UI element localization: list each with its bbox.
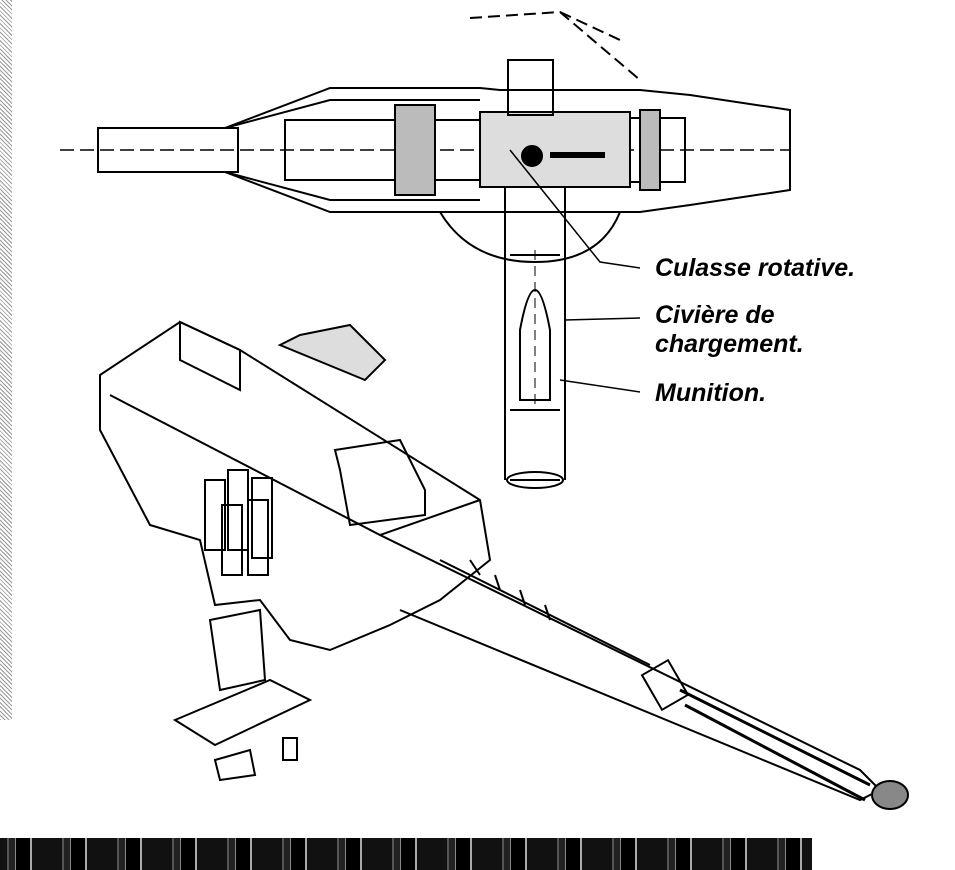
barrel-section <box>97 127 239 173</box>
label-loading-tray: Civière de chargement. <box>655 301 804 358</box>
loading-tube <box>504 187 566 480</box>
rotating-breech <box>479 111 631 188</box>
label-ammunition: Munition. <box>655 379 767 407</box>
isometric-gun-view <box>99 320 909 810</box>
cross-section-view <box>60 10 791 489</box>
cylinders <box>204 469 273 576</box>
halftone-edge <box>0 0 12 720</box>
outer-housing <box>224 87 791 213</box>
sight-cover <box>277 323 387 382</box>
rotating-drum <box>439 211 621 264</box>
photo-strip <box>0 838 812 870</box>
ammunition-round <box>519 289 551 401</box>
label-rotating-breech: Culasse rotative. <box>655 254 856 282</box>
